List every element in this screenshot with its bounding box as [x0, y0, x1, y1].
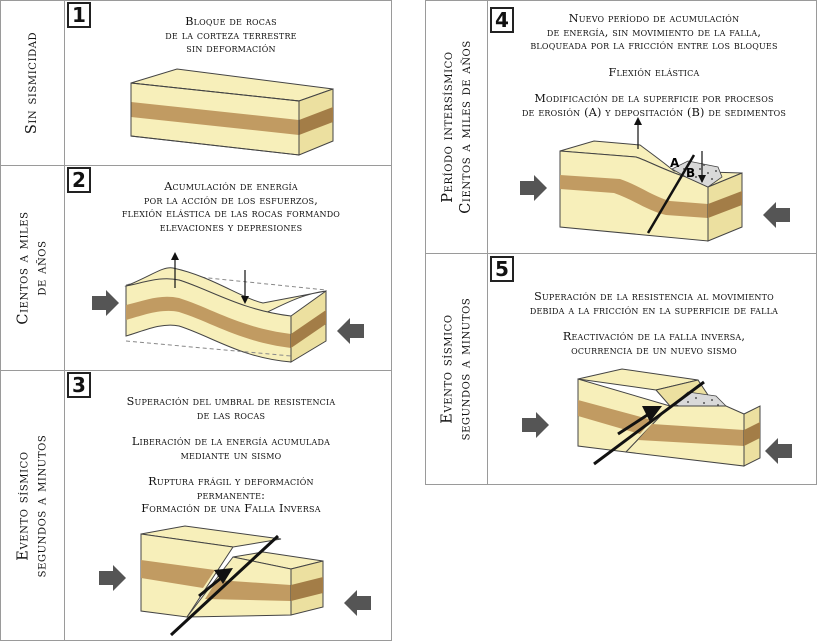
panel-5-caption: Superación de la resistencia al movimien…: [494, 290, 814, 357]
caption-line: de erosión (A) y depositación (B) de sed…: [521, 105, 787, 119]
rock-layer-band-front: [126, 296, 291, 348]
caption-line: debida a la fricción en la superficie de…: [529, 303, 779, 317]
compression-arrow-right: [344, 590, 371, 616]
panel-3-side-label: Evento sísmico segundos a minutos: [1, 371, 65, 640]
slip-arrow: [617, 410, 653, 436]
erosion-marker-a: A: [670, 156, 680, 170]
panel-3-faulted-block: [99, 525, 371, 637]
fault-line: [169, 534, 280, 637]
erosion-arrow-head: [634, 117, 642, 125]
block-outline: [130, 82, 300, 156]
caption-line: de energía, sin movimiento de la falla,: [546, 25, 762, 39]
caption-line: flexión elástica de las rocas formando: [121, 207, 341, 220]
compression-arrow-left: [99, 565, 126, 591]
caption-line: Formación de una Falla Inversa: [141, 502, 321, 515]
rock-layer-band-side: [291, 310, 326, 348]
panel-5-side-label: Evento sísmico segundos a minutos: [426, 254, 488, 484]
caption-line: Bloque de rocas: [185, 15, 277, 28]
panel-1-side-label: Sin sismicidad: [1, 1, 65, 165]
panel-3: Evento sísmico segundos a minutos 3 Supe…: [0, 370, 392, 641]
rock-layer-band-front: [131, 102, 299, 135]
panel-1: Sin sismicidad 1 Bloque de rocas de la c…: [0, 0, 392, 166]
panel-3-caption: Superación del umbral de resistencia de …: [81, 395, 381, 516]
panel-5-number: 5: [490, 256, 514, 282]
panel-1-caption: Bloque de rocas de la corteza terrestre …: [101, 15, 361, 56]
caption-line: Flexión elástica: [608, 65, 700, 79]
hanging-wall-band: [141, 560, 215, 588]
slip-arrow-head: [642, 406, 662, 422]
panel-2-number: 2: [67, 167, 91, 193]
caption-line: ocurrencia de un nuevo sismo: [571, 343, 737, 357]
compression-arrow-right: [765, 438, 792, 464]
fault-line: [593, 380, 705, 466]
panel-4-number: 4: [490, 7, 514, 33]
caption-line: mediante un sismo: [180, 448, 282, 462]
panel-2-side-label: Cientos a miles de años: [1, 166, 65, 370]
panel-1-rock-block: [130, 68, 334, 156]
panel-4-caption: Nuevo período de acumulación de energía,…: [494, 12, 814, 119]
panel-4: Período intersísmico Cientos a miles de …: [425, 0, 817, 254]
caption-line: Superación del umbral de resistencia: [126, 395, 336, 408]
footwall-side-band: [291, 577, 323, 601]
sediment-deposit: [671, 160, 723, 188]
deposition-marker-b: B: [686, 166, 695, 180]
caption-line: Ruptura frágil y deformación: [148, 475, 314, 488]
panel-5-reactivated-fault-block: [522, 368, 792, 467]
caption-line: de la corteza terrestre: [165, 28, 297, 42]
caption-line: Modificación de la superficie por proces…: [534, 92, 774, 105]
caption-line: Liberación de la energía acumulada: [131, 435, 331, 448]
panel-2-flexed-block: [92, 252, 364, 363]
caption-line: sin deformación: [186, 42, 276, 55]
compression-arrow-right: [763, 202, 790, 228]
caption-line: Reactivación de la falla inversa,: [562, 330, 746, 343]
panel-1-number: 1: [67, 2, 91, 28]
fault-line: [646, 154, 696, 234]
deposition-arrow-head: [698, 175, 706, 183]
caption-line: bloqueada por la fricción entre los bloq…: [530, 39, 778, 52]
footwall-band: [638, 424, 744, 446]
panel-4-eroded-block: A B: [520, 117, 790, 242]
compression-arrow-left: [92, 290, 119, 316]
rock-layer-band-side: [708, 191, 742, 218]
panel-4-side-label: Período intersísmico Cientos a miles de …: [426, 1, 488, 253]
subsidence-arrow-head: [241, 296, 249, 304]
panel-2: Cientos a miles de años 2 Acumulación de…: [0, 165, 392, 371]
caption-line: por la acción de los esfuerzos,: [143, 193, 318, 207]
panel-3-number: 3: [67, 372, 91, 398]
compression-arrow-right: [337, 318, 364, 344]
panel-5: Evento sísmico segundos a minutos 5 Supe…: [425, 253, 817, 485]
caption-line: Superación de la resistencia al movimien…: [534, 290, 774, 303]
caption-line: elevaciones y depresiones: [159, 220, 303, 234]
compression-arrow-left: [520, 175, 547, 201]
uplift-arrow-head: [171, 252, 179, 260]
compression-arrow-left: [522, 412, 549, 438]
caption-line: de las rocas: [196, 408, 266, 422]
caption-line: Acumulación de energía: [164, 180, 298, 193]
panel-2-caption: Acumulación de energía por la acción de …: [81, 180, 381, 234]
rock-layer-band-side: [299, 107, 333, 135]
rock-layer-band-front: [560, 175, 708, 218]
caption-line: permanente:: [196, 488, 266, 502]
caption-line: Nuevo período de acumulación: [568, 12, 740, 25]
footwall-side-band: [744, 422, 760, 446]
slip-arrow-head: [214, 568, 233, 584]
